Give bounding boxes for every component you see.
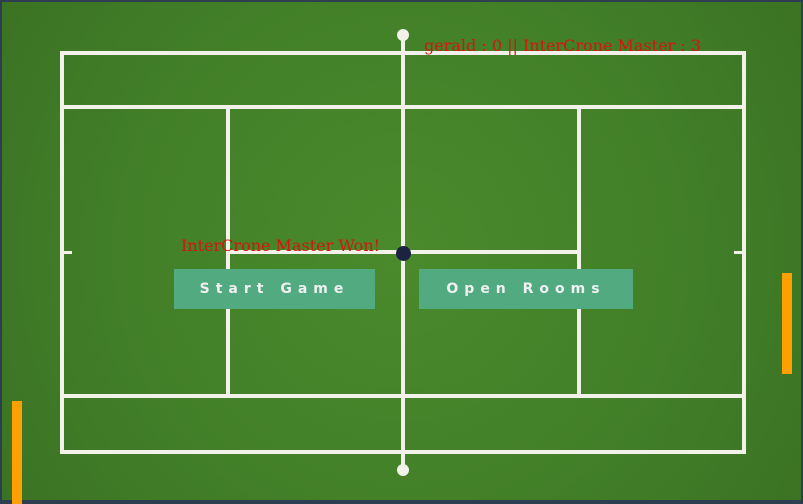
winner-message: InterCrone Master Won! [181, 236, 381, 255]
ball [396, 246, 411, 261]
open-rooms-button[interactable]: Open Rooms [419, 269, 633, 309]
score-display: gerald : 0 || InterCrone Master : 3 [424, 36, 701, 55]
start-game-button[interactable]: Start Game [174, 269, 375, 309]
left-paddle [12, 401, 22, 504]
right-paddle [782, 273, 792, 374]
